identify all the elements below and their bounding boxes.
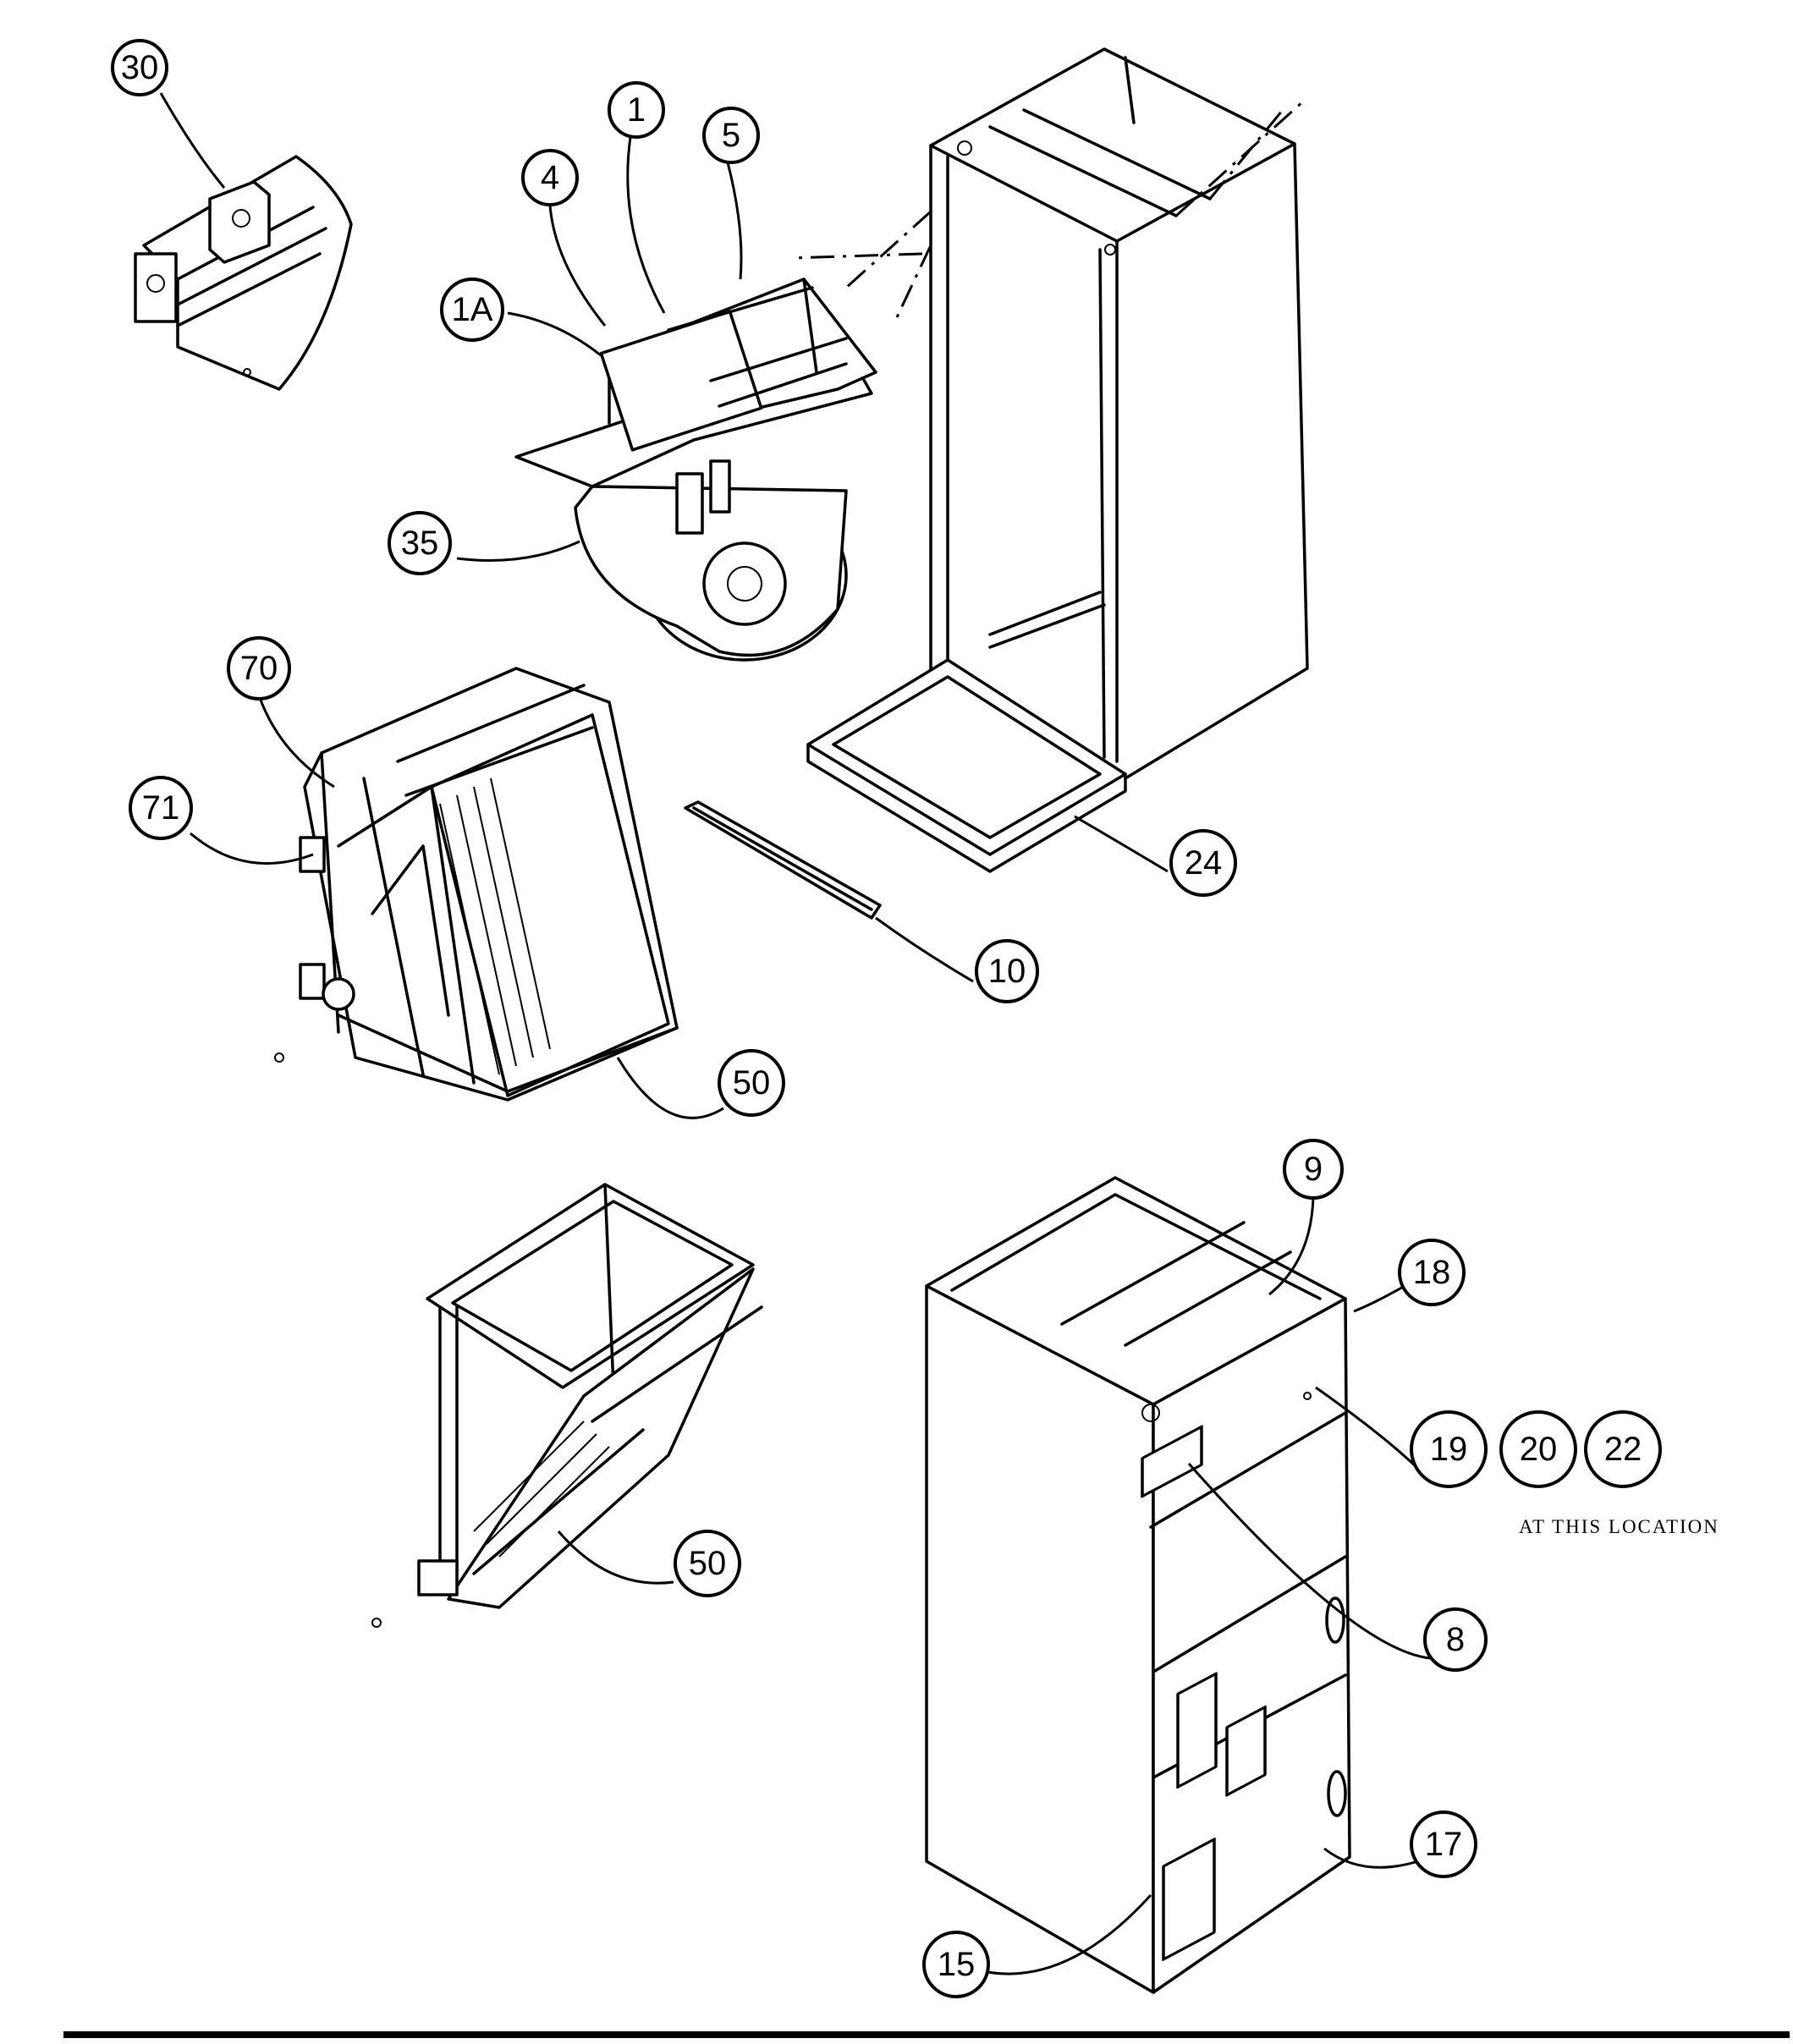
callout-group-10: 10 <box>975 939 1039 1003</box>
callout-group-1: 1 <box>608 81 665 139</box>
callout-label-50-upper: 50 <box>733 1064 771 1102</box>
part-assembled-cabinet <box>925 1176 1351 1994</box>
callout-label-9: 9 <box>1304 1151 1323 1188</box>
callout-group-50-lower: 50 <box>674 1530 741 1597</box>
part-50-a-coil <box>274 667 679 1102</box>
location-note: AT THIS LOCATION <box>1519 1516 1719 1537</box>
part-30-bracket <box>134 155 353 391</box>
callout-group-35: 35 <box>388 511 452 575</box>
callout-label-22: 22 <box>1604 1431 1642 1468</box>
callout-group-71: 71 <box>129 776 193 840</box>
slab-coil-fins <box>473 1420 610 1558</box>
callout-group-1a: 1A <box>440 277 504 342</box>
callout-group-24: 24 <box>1169 829 1237 897</box>
part-50-slab-coil <box>371 1183 763 1628</box>
coil-fins <box>439 777 551 1075</box>
callout-group-70: 70 <box>227 636 291 701</box>
part-10-rail <box>684 800 882 920</box>
callout-label-4: 4 <box>541 159 559 196</box>
callout-label-1a: 1A <box>452 291 493 328</box>
callout-group-15: 15 <box>922 1931 990 1998</box>
callout-group-18: 18 <box>1398 1239 1466 1306</box>
callout-label-1: 1 <box>627 91 646 129</box>
callout-label-5: 5 <box>722 117 740 154</box>
callout-label-50-lower: 50 <box>689 1545 727 1582</box>
callout-label-17: 17 <box>1425 1826 1463 1863</box>
callout-label-70: 70 <box>240 650 278 687</box>
callout-label-20: 20 <box>1520 1431 1558 1468</box>
leader-lines <box>159 92 1431 1975</box>
callout-group-9: 9 <box>1283 1139 1344 1200</box>
callout-label-19: 19 <box>1430 1431 1468 1468</box>
callout-group-19: 19 <box>1410 1410 1488 1488</box>
callout-label-24: 24 <box>1185 844 1223 882</box>
callout-label-10: 10 <box>988 953 1026 990</box>
part-blower-assembly <box>514 277 877 662</box>
callout-label-71: 71 <box>142 789 180 827</box>
callout-label-18: 18 <box>1413 1254 1451 1291</box>
callout-group-22: 22 <box>1584 1410 1662 1488</box>
callout-group-20: 20 <box>1499 1410 1577 1488</box>
callout-group-17: 17 <box>1410 1810 1477 1878</box>
callout-group-30: 30 <box>111 39 168 96</box>
callout-label-30: 30 <box>121 49 159 86</box>
callout-label-15: 15 <box>938 1946 976 1983</box>
callout-label-8: 8 <box>1446 1621 1465 1658</box>
callout-group-4: 4 <box>521 149 579 206</box>
callout-label-35: 35 <box>401 525 439 562</box>
callout-group-8: 8 <box>1423 1607 1488 1672</box>
part-24-cabinet-frame <box>790 47 1309 873</box>
callout-group-50-upper: 50 <box>718 1049 785 1117</box>
callout-group-5: 5 <box>702 107 760 164</box>
